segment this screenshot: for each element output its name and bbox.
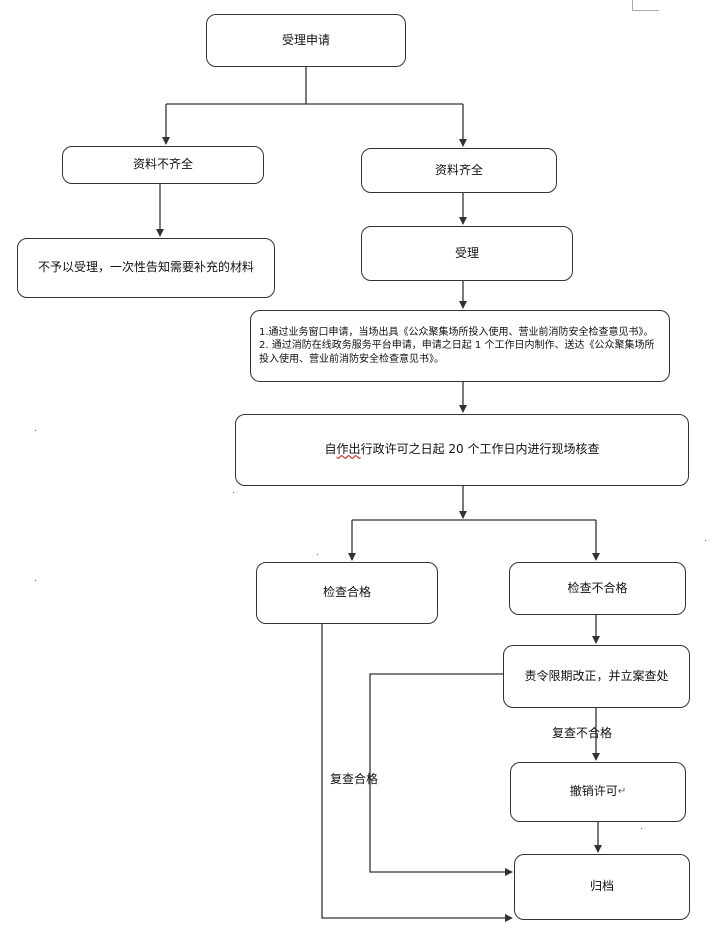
node-incomplete: 资料不齐全 (62, 146, 264, 184)
node-accept-text: 受理 (454, 245, 479, 260)
paragraph-mark: . (232, 486, 235, 496)
paragraph-mark: . (316, 548, 319, 558)
node-rectify: 责令限期改正，并立案查处 (503, 645, 690, 708)
node-complete-text: 资料齐全 (434, 162, 483, 177)
node-start-text: 受理申请 (281, 32, 330, 47)
node-complete: 资料齐全 (361, 148, 557, 193)
node-rectify-text: 责令限期改正，并立案查处 (524, 668, 669, 683)
node-pass: 检查合格 (256, 562, 438, 624)
node-accept: 受理 (361, 226, 573, 281)
paragraph-mark: . (34, 574, 37, 584)
node-archive: 归档 (514, 854, 690, 920)
node-reject-text: 不予以受理，一次性告知需要补充的材料 (37, 260, 254, 275)
paragraph-mark: . (704, 534, 707, 544)
node-revoke: 撤销许可 ↵ (510, 762, 686, 822)
node-process: 1.通过业务窗口申请，当场出具《公众聚集场所投入使用、营业前消防安全检查意见书》… (250, 310, 670, 382)
node-fail-text: 检查不合格 (567, 580, 628, 595)
node-pass-text: 检查合格 (322, 585, 371, 600)
inspection-text: 自作出行政许可之日起 20 个工作日内进行现场核查 (325, 441, 600, 458)
process-step-1: 1.通过业务窗口申请，当场出具《公众聚集场所投入使用、营业前消防安全检查意见书》… (259, 326, 654, 338)
node-fail: 检查不合格 (509, 562, 686, 615)
inspection-text-pre: 自 (324, 442, 337, 457)
inspection-text-underlined: 作出 (336, 442, 361, 457)
inspection-text-post: 行政许可之日起 20 个工作日内进行现场核查 (360, 442, 600, 457)
node-reject: 不予以受理，一次性告知需要补充的材料 (17, 238, 275, 298)
arrow-rectify-to-archive (369, 673, 513, 876)
return-mark: ↵ (617, 785, 627, 797)
node-incomplete-text: 资料不齐全 (132, 157, 193, 172)
label-recheck-pass: 复查合格 (330, 772, 379, 786)
paragraph-mark: . (640, 822, 643, 832)
node-revoke-text: 撤销许可 (569, 784, 618, 799)
paragraph-mark: . (34, 424, 37, 434)
process-step-2: 2. 通过消防在线政务服务平台申请，申请之日起 1 个工作日内制作、送达《公众聚… (259, 340, 655, 365)
page-corner-mark (632, 0, 659, 11)
arrow-pass-to-archive (321, 624, 513, 922)
node-start: 受理申请 (206, 14, 406, 67)
node-archive-text: 归档 (589, 879, 614, 894)
node-inspection: 自作出行政许可之日起 20 个工作日内进行现场核查 (235, 414, 689, 486)
label-recheck-fail: 复查不合格 (552, 726, 613, 740)
